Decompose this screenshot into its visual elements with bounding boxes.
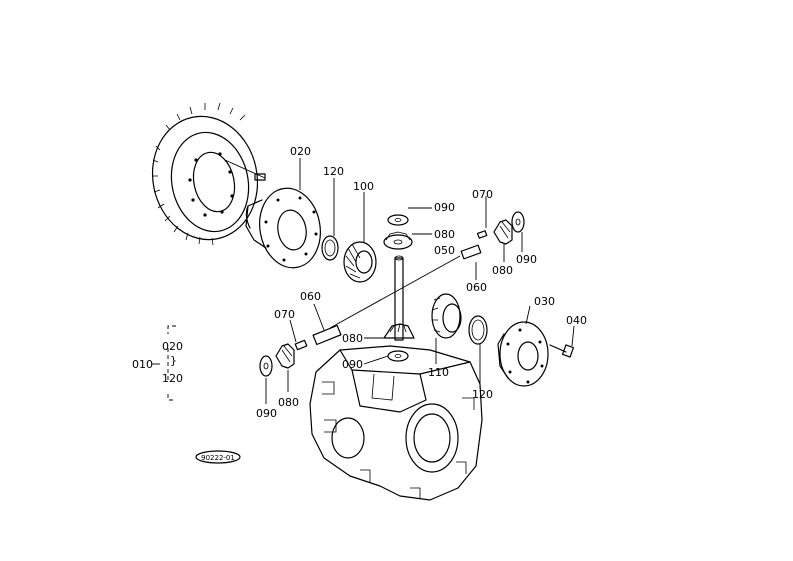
part-label-040: 040 — [566, 314, 587, 327]
part-label-100: 100 — [353, 180, 374, 193]
thrust-washer — [387, 214, 409, 226]
bearing-ring — [321, 235, 339, 261]
part-label-080: 080 — [434, 228, 455, 241]
part-label-070: 070 — [472, 188, 493, 201]
part-label-020: 020 — [290, 145, 311, 158]
part-label-120: 120 — [472, 388, 493, 401]
pinion-gear — [275, 343, 295, 369]
group-label-mid: } — [170, 354, 177, 367]
part-label-070: 070 — [274, 308, 295, 321]
thrust-washer — [511, 211, 525, 233]
pinion-gear — [493, 219, 513, 245]
part-label-030: 030 — [534, 295, 555, 308]
group-label-bottom: 120 — [162, 372, 183, 385]
roll-pin — [476, 230, 488, 239]
part-label-080: 080 — [492, 264, 513, 277]
ring-gear — [151, 102, 266, 246]
part-label-110: 110 — [428, 366, 449, 379]
part-label-080: 080 — [342, 332, 363, 345]
thrust-washer — [387, 350, 409, 362]
pinion-pin — [460, 244, 482, 260]
pinion-pin — [312, 324, 342, 346]
leader-lines — [265, 158, 575, 404]
pinion-shaft — [394, 257, 404, 341]
bearing-ring — [468, 315, 488, 345]
part-label-050: 050 — [434, 244, 455, 257]
thrust-washer — [259, 355, 273, 377]
side-gear — [431, 293, 462, 339]
assembly-group: 010 020 } 120 — [132, 325, 183, 401]
part-label-080: 080 — [278, 396, 299, 409]
part-label-090: 090 — [342, 358, 363, 371]
figure-code-badge: 90222-01 — [195, 450, 241, 464]
part-label-120: 120 — [323, 165, 344, 178]
pinion-gear — [383, 231, 413, 250]
figure-code: 90222-01 — [201, 454, 235, 462]
differential-case — [245, 187, 321, 269]
part-label-090: 090 — [434, 201, 455, 214]
group-label-top: 020 — [162, 340, 183, 353]
case-cover — [497, 321, 549, 387]
group-label-main: 010 — [132, 358, 153, 371]
roll-pin — [294, 339, 308, 351]
transmission-housing — [309, 345, 483, 501]
part-label-060: 060 — [300, 290, 321, 303]
part-label-090: 090 — [256, 407, 277, 420]
part-label-060: 060 — [466, 281, 487, 294]
part-label-090: 090 — [516, 253, 537, 266]
bolt — [549, 344, 575, 358]
side-gear — [343, 241, 377, 283]
pinion-gear — [383, 323, 415, 339]
